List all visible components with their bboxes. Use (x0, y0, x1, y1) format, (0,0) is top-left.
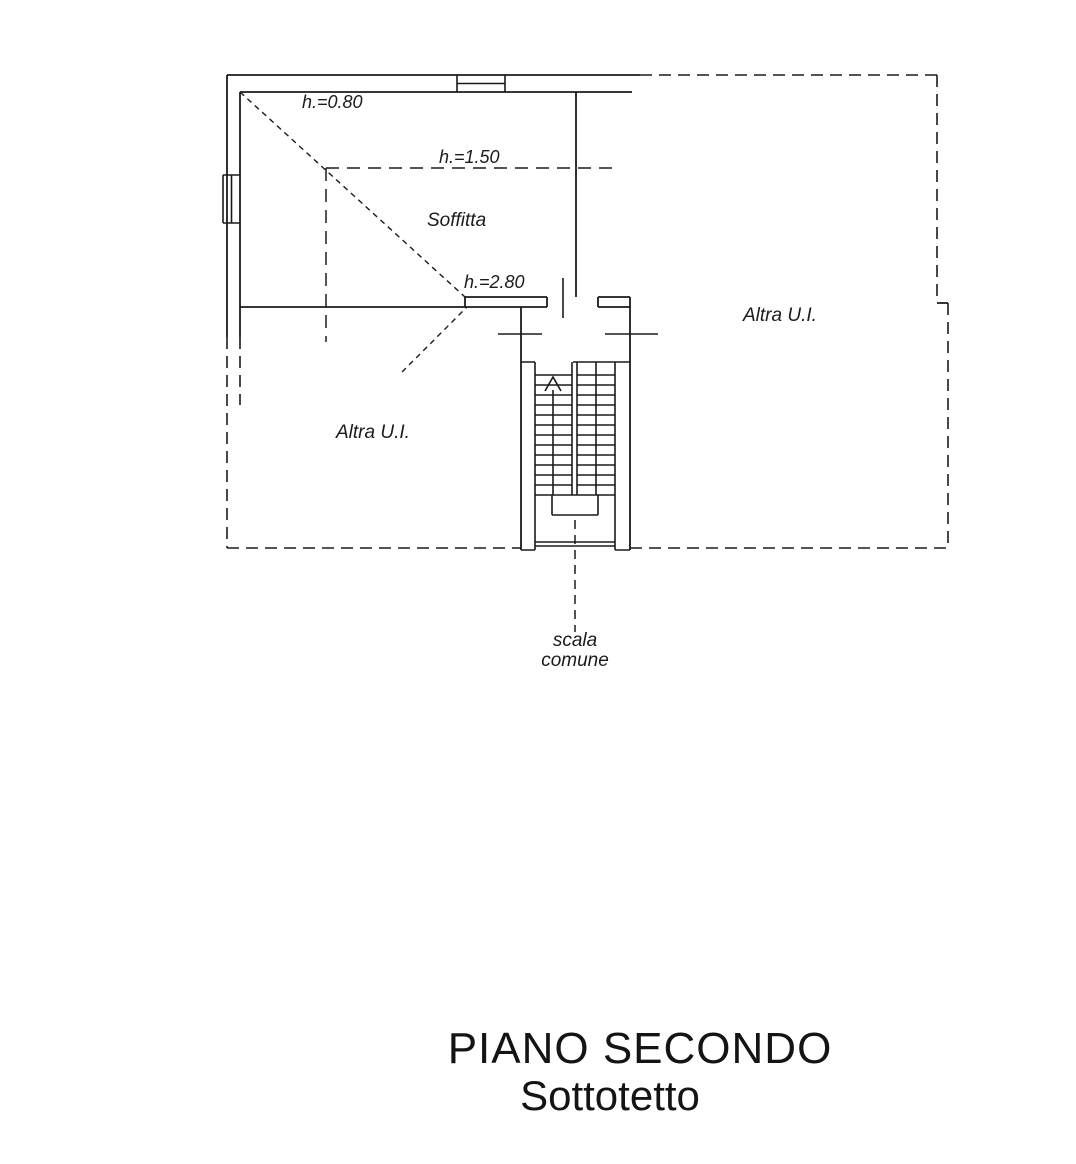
solid-walls (226, 74, 948, 550)
room-label-altra-ui-right: Altra U.I. (743, 305, 817, 326)
height-reference-lines (325, 167, 612, 342)
height-annotation-080: h.=0.80 (302, 92, 363, 112)
stair-treads-left (535, 374, 572, 486)
stair-label: scala comune (495, 631, 655, 671)
window-top (456, 75, 506, 92)
door-openings (498, 278, 658, 335)
plan-title-floor: PIANO SECONDO (447, 1024, 833, 1073)
stair-direction-arrow-icon (544, 375, 562, 392)
height-annotation-280: h.=2.80 (464, 272, 525, 292)
plan-title-subtitle: Sottotetto (520, 1072, 700, 1119)
stair-treads-right (577, 374, 615, 486)
window-left (222, 174, 240, 224)
boundary-dashed (226, 74, 949, 549)
plan-title: PIANO SECONDO Sottotetto (380, 1026, 900, 1118)
stair-label-line2: comune (541, 650, 609, 671)
height-annotation-150: h.=1.50 (439, 147, 500, 167)
room-label-soffitta: Soffitta (427, 210, 487, 231)
room-label-altra-ui-left: Altra U.I. (336, 422, 410, 443)
stair-label-line1: scala (552, 630, 598, 651)
roof-slope-lines (239, 91, 468, 373)
